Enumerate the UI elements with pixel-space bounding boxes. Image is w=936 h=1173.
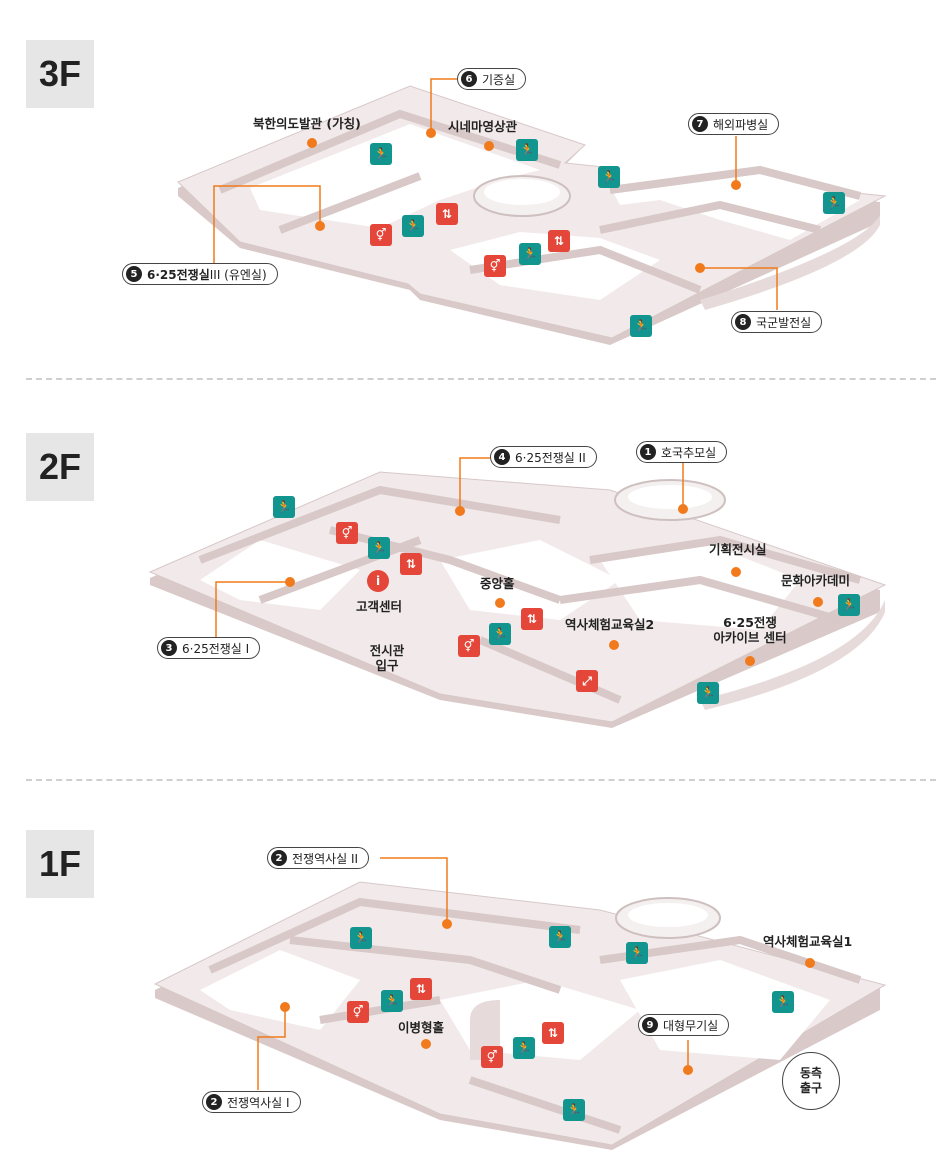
- room-number-badge: 4: [494, 449, 510, 465]
- elevator-icon: ⇅: [436, 203, 458, 225]
- room-pill-large-weapons[interactable]: 9 대형무기실: [638, 1014, 730, 1036]
- floor-divider: [26, 779, 936, 781]
- room-pill-label: 전쟁역사실 II: [292, 851, 359, 866]
- room-pill-label: 대형무기실: [663, 1018, 719, 1033]
- room-label-line: 아카이브 센터: [713, 630, 787, 645]
- emergency-exit-icon: 🏃: [772, 991, 794, 1013]
- restroom-icon: ⚥: [484, 255, 506, 277]
- room-pill-korean-war-1[interactable]: 3 6·25전쟁실 Ⅰ: [157, 637, 261, 659]
- room-number-badge: 9: [642, 1017, 658, 1033]
- emergency-exit-icon: 🏃: [516, 139, 538, 161]
- emergency-exit-icon: 🏃: [838, 594, 860, 616]
- room-number-badge: 1: [640, 444, 656, 460]
- room-label-line: 6·25전쟁: [723, 615, 777, 630]
- elevator-icon: ⇅: [548, 230, 570, 252]
- emergency-exit-icon: 🏃: [370, 143, 392, 165]
- emergency-exit-icon: 🏃: [549, 926, 571, 948]
- emergency-exit-icon: 🏃: [402, 215, 424, 237]
- room-pill-label: 기증실: [482, 72, 516, 87]
- elevator-icon: ⇅: [400, 553, 422, 575]
- room-pill-label: 6·25전쟁실 Ⅰ: [182, 641, 250, 656]
- room-number-badge: 5: [126, 266, 142, 282]
- room-number-badge: 2: [271, 850, 287, 866]
- emergency-exit-icon: 🏃: [381, 990, 403, 1012]
- room-pill-war-history-1[interactable]: 2 전쟁역사실 I: [202, 1091, 301, 1113]
- emergency-exit-icon: 🏃: [598, 166, 620, 188]
- room-pill-overseas-dispatch[interactable]: 7 해외파병실: [688, 113, 780, 135]
- east-exit-label: 출구: [799, 1081, 823, 1095]
- emergency-exit-icon: 🏃: [630, 315, 652, 337]
- floor-badge-2f: 2F: [26, 433, 94, 501]
- emergency-exit-icon: 🏃: [519, 243, 541, 265]
- emergency-exit-icon: 🏃: [563, 1099, 585, 1121]
- emergency-exit-icon: 🏃: [350, 927, 372, 949]
- elevator-icon: ⇅: [542, 1022, 564, 1044]
- escalator-icon: ⤢: [576, 670, 598, 692]
- elevator-icon: ⇅: [521, 608, 543, 630]
- floor-plan-3f: [177, 78, 887, 345]
- restroom-icon: ⚥: [347, 1001, 369, 1023]
- restroom-icon: ⚥: [370, 224, 392, 246]
- emergency-exit-icon: 🏃: [513, 1037, 535, 1059]
- emergency-exit-icon: 🏃: [489, 623, 511, 645]
- room-label-exhibition-entrance: 전시관 입구: [370, 643, 405, 673]
- room-number-badge: 3: [161, 640, 177, 656]
- floor-plan-2f: [148, 457, 887, 728]
- room-label-customer-center: 고객센터: [355, 599, 403, 614]
- room-pill-korean-war-3[interactable]: 5 6·25전쟁실 III (유엔실): [122, 263, 278, 285]
- room-pill-donation-room[interactable]: 6 기증실: [457, 68, 527, 90]
- floor-divider: [26, 378, 936, 380]
- room-pill-label: 호국추모실: [661, 445, 717, 460]
- restroom-icon: ⚥: [336, 522, 358, 544]
- room-label-central-hall: 중앙홀: [480, 576, 515, 591]
- room-pill-label: 해외파병실: [713, 117, 769, 132]
- information-icon: i: [367, 570, 389, 592]
- room-pill-war-history-2[interactable]: 2 전쟁역사실 II: [267, 847, 370, 869]
- room-pill-sublabel: III (유엔실): [209, 267, 267, 282]
- room-pill-armed-forces-development[interactable]: 8 국군발전실: [731, 311, 823, 333]
- east-exit-marker[interactable]: 동측 출구: [782, 1052, 840, 1110]
- room-pill-label: 6·25전쟁실: [147, 267, 210, 282]
- room-number-badge: 6: [461, 71, 477, 87]
- room-pill-memorial-room[interactable]: 1 호국추모실: [636, 441, 728, 463]
- emergency-exit-icon: 🏃: [823, 192, 845, 214]
- east-exit-label: 동측: [799, 1066, 823, 1080]
- floor-badge-3f: 3F: [26, 40, 94, 108]
- room-label-line: 입구: [375, 658, 399, 673]
- emergency-exit-icon: 🏃: [697, 682, 719, 704]
- room-pill-korean-war-2[interactable]: 4 6·25전쟁실 II: [490, 446, 597, 468]
- emergency-exit-icon: 🏃: [626, 942, 648, 964]
- room-label-north-provocation-hall: 북한의도발관 (가칭): [253, 116, 361, 131]
- room-label-lee-byung-hyung-hall: 이병형홀: [398, 1020, 445, 1035]
- room-label-history-education-1: 역사체험교육실1: [763, 934, 853, 949]
- room-label-history-education-2: 역사체험교육실2: [565, 617, 655, 632]
- room-number-badge: 7: [692, 116, 708, 132]
- emergency-exit-icon: 🏃: [368, 537, 390, 559]
- room-label-line: 전시관: [369, 643, 405, 658]
- restroom-icon: ⚥: [458, 635, 480, 657]
- room-pill-label: 6·25전쟁실 II: [515, 450, 586, 465]
- room-label-archive-center: 6·25전쟁 아카이브 센터: [713, 615, 786, 645]
- room-pill-label: 국군발전실: [756, 315, 812, 330]
- room-label-culture-academy: 문화아카데미: [781, 573, 851, 588]
- room-number-badge: 2: [206, 1094, 222, 1110]
- room-label-special-exhibition: 기획전시실: [709, 542, 767, 557]
- restroom-icon: ⚥: [481, 1046, 503, 1068]
- room-pill-label: 전쟁역사실 I: [227, 1095, 290, 1110]
- room-label-cinema: 시네마영상관: [448, 119, 518, 134]
- floor-badge-1f: 1F: [26, 830, 94, 898]
- room-number-badge: 8: [735, 314, 751, 330]
- elevator-icon: ⇅: [410, 978, 432, 1000]
- emergency-exit-icon: 🏃: [273, 496, 295, 518]
